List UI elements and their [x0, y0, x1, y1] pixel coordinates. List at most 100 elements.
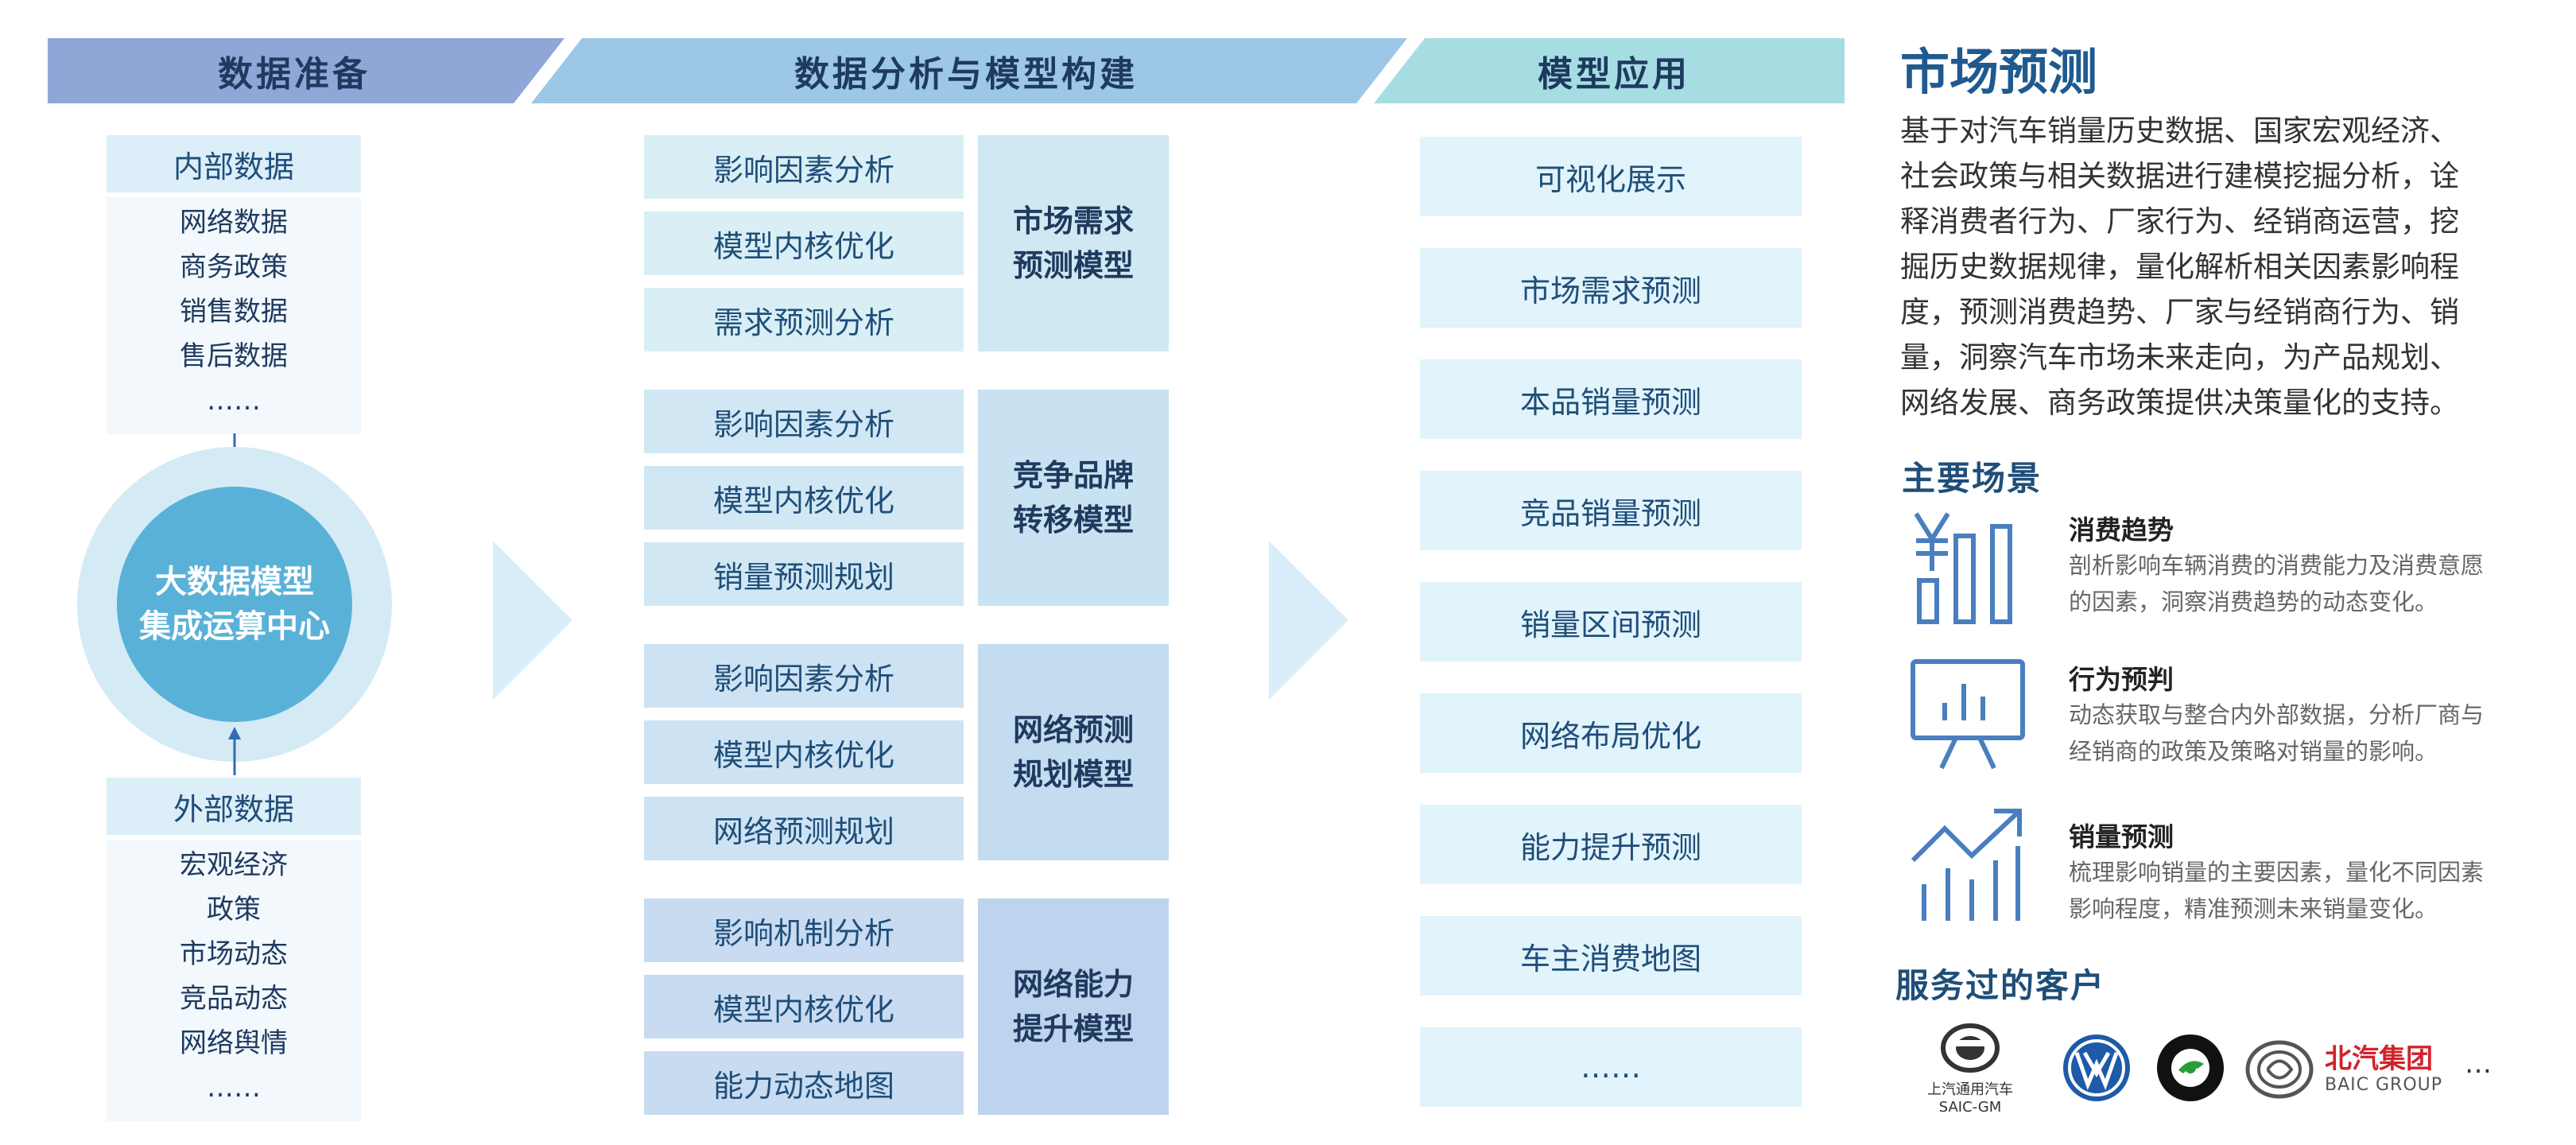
saic-gm-cn: 上汽通用汽车 — [1927, 1081, 2013, 1098]
paragraph-line: 掘历史数据规律，量化解析相关因素影响程 — [1900, 250, 2459, 284]
trend-up-icon — [1908, 805, 2027, 924]
internal-data-list: 网络数据 商务政策 销售数据 售后数据 …… — [107, 197, 361, 434]
application-item: 销量区间预测 — [1420, 582, 1802, 662]
volkswagen-logo — [2063, 1034, 2130, 1101]
scenario-title: 行为预判 — [2069, 664, 2174, 695]
more-clients: … — [2465, 1048, 2492, 1080]
model-label-line: 网络预测 — [1012, 712, 1134, 747]
paragraph-line: 基于对汽车销量历史数据、国家宏观经济、 — [1900, 114, 2459, 148]
application-item: 竞品销量预测 — [1420, 471, 1802, 550]
scenario-desc-line: 剖析影响车辆消费的消费能力及消费意愿 — [2069, 552, 2485, 579]
external-data-list: 宏观经济 政策 市场动态 竞品动态 网络舆情 …… — [107, 840, 361, 1121]
center-hub-graphic — [77, 433, 392, 775]
paragraph-line: 社会政策与相关数据进行建模挖掘分析，诠 — [1900, 159, 2459, 193]
analysis-step: 影响因素分析 — [644, 390, 964, 453]
presentation-chart-icon — [1908, 655, 2027, 774]
analysis-step: 模型内核优化 — [644, 466, 964, 530]
yen-bar-icon — [1908, 507, 2027, 627]
arrow-up-icon — [228, 727, 241, 739]
scenario-desc-line: 经销商的政策及策略对销量的影响。 — [2069, 738, 2438, 765]
internal-item: 售后数据 — [180, 340, 288, 372]
application-item: 网络布局优化 — [1420, 693, 1802, 773]
analysis-step: 需求预测分析 — [644, 288, 964, 351]
internal-item: 销售数据 — [180, 296, 288, 328]
internal-item: 商务政策 — [180, 251, 288, 283]
model-label-line: 市场需求 — [1012, 204, 1134, 239]
scenario-desc: 动态获取与整合内外部数据，分析厂商与 经销商的政策及策略对销量的影响。 — [2069, 697, 2562, 770]
scenario-desc: 梳理影响销量的主要因素，量化不同因素 影响程度，精准预测未来销量变化。 — [2069, 854, 2562, 927]
model-network-planning: 网络预测 规划模型 — [978, 644, 1169, 860]
model-label-line: 提升模型 — [1012, 1011, 1134, 1046]
model-market-demand: 市场需求 预测模型 — [978, 135, 1169, 351]
baic-cn: 北汽集团 — [2325, 1043, 2433, 1075]
panel-paragraph: 基于对汽车销量历史数据、国家宏观经济、 社会政策与相关数据进行建模挖掘分析，诠 … — [1900, 108, 2560, 425]
clients-title: 服务过的客户 — [1895, 966, 2106, 1005]
scenario-desc-line: 动态获取与整合内外部数据，分析厂商与 — [2069, 701, 2485, 728]
center-label-line: 集成运算中心 — [139, 608, 330, 645]
scenario-desc-line: 梳理影响销量的主要因素，量化不同因素 — [2069, 859, 2485, 886]
scenario-desc-line: 的因素，洞察消费趋势的动态变化。 — [2069, 588, 2438, 615]
header-application: 模型应用 — [1538, 54, 1690, 95]
analysis-step: 网络预测规划 — [644, 797, 964, 860]
application-item: 市场需求预测 — [1420, 248, 1802, 328]
saic-gm-logo: 上汽通用汽车 SAIC-GM — [1907, 1023, 2034, 1118]
flow-arrow-icon — [1269, 541, 1348, 700]
application-item: 本品销量预测 — [1420, 359, 1802, 439]
paragraph-line: 量，洞察汽车市场未来走向，为产品规划、 — [1900, 340, 2459, 375]
baic-logo: 北汽集团 BAIC GROUP — [2325, 1043, 2452, 1096]
scenario-desc: 剖析影响车辆消费的消费能力及消费意愿 的因素，洞察消费趋势的动态变化。 — [2069, 547, 2562, 620]
analysis-step: 能力动态地图 — [644, 1051, 964, 1115]
header-app-bg — [1374, 38, 1845, 103]
analysis-step: 销量预测规划 — [644, 542, 964, 606]
analysis-step: 影响因素分析 — [644, 135, 964, 199]
analysis-step: 模型内核优化 — [644, 212, 964, 275]
application-item: 车主消费地图 — [1420, 916, 1802, 996]
skoda-logo — [2157, 1034, 2224, 1101]
saic-gm-en: SAIC-GM — [1938, 1099, 2002, 1116]
model-label-line: 网络能力 — [1012, 967, 1134, 1002]
external-item: 竞品动态 — [180, 983, 288, 1015]
model-label-line: 规划模型 — [1012, 757, 1134, 792]
header-analysis-bg — [531, 38, 1407, 103]
paragraph-line: 网络发展、商务政策提供决策量化的支持。 — [1900, 386, 2459, 420]
header-prep: 数据准备 — [218, 54, 370, 95]
application-item: 可视化展示 — [1420, 137, 1802, 216]
model-label-line: 预测模型 — [1012, 248, 1134, 283]
analysis-step: 模型内核优化 — [644, 720, 964, 784]
analysis-step: 模型内核优化 — [644, 975, 964, 1038]
panel-title: 市场预测 — [1900, 43, 2098, 101]
analysis-step: 影响因素分析 — [644, 644, 964, 708]
internal-item: …… — [207, 385, 261, 417]
external-data-title: 外部数据 — [107, 778, 361, 835]
header-prep-bg — [48, 38, 564, 103]
external-item: 政策 — [207, 894, 261, 926]
model-brand-transfer: 竞争品牌 转移模型 — [978, 390, 1169, 606]
center-label: 大数据模型 集成运算中心 — [115, 557, 354, 652]
header-banner — [48, 38, 1845, 103]
external-item: 网络舆情 — [180, 1027, 288, 1059]
application-item: …… — [1420, 1027, 1802, 1107]
scenario-desc-line: 影响程度，精准预测未来销量变化。 — [2069, 895, 2438, 922]
scenario-title: 销量预测 — [2069, 821, 2174, 852]
header-analysis: 数据分析与模型构建 — [794, 54, 1138, 95]
model-network-capability: 网络能力 提升模型 — [978, 899, 1169, 1115]
application-item: 能力提升预测 — [1420, 805, 1802, 884]
internal-data-title: 内部数据 — [107, 135, 361, 192]
scenario-title: 消费趋势 — [2069, 514, 2174, 545]
external-item: 市场动态 — [180, 938, 288, 970]
internal-item: 网络数据 — [180, 207, 288, 239]
flow-arrow-icon — [493, 541, 572, 700]
model-label-line: 转移模型 — [1012, 503, 1134, 538]
scenarios-title: 主要场景 — [1902, 459, 2043, 498]
saic-gm-emblem — [1941, 1023, 2000, 1073]
baic-en: BAIC GROUP — [2325, 1075, 2443, 1095]
paragraph-line: 释消费者行为、厂家行为、经销商运营，挖 — [1900, 204, 2459, 239]
analysis-step: 影响机制分析 — [644, 899, 964, 962]
paragraph-line: 度，预测消费趋势、厂家与经销商行为、销 — [1900, 295, 2459, 329]
external-item: 宏观经济 — [180, 849, 288, 881]
model-label-line: 竞争品牌 — [1012, 458, 1134, 493]
baic-emblem-icon — [2245, 1040, 2314, 1099]
center-label-line: 大数据模型 — [155, 564, 314, 600]
external-item: …… — [207, 1072, 261, 1104]
center-circle — [117, 487, 352, 722]
